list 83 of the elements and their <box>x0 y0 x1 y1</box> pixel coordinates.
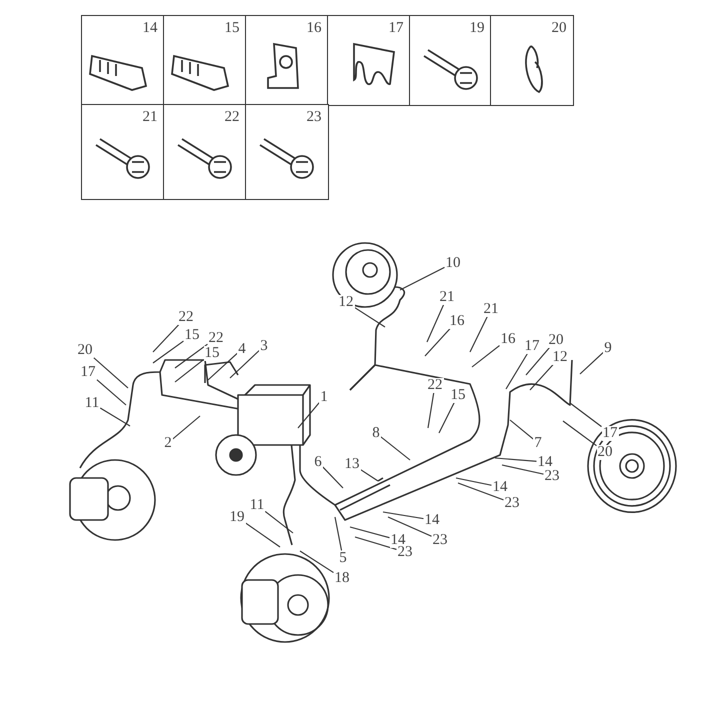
leader-line <box>174 359 204 382</box>
callout-number: 6 <box>313 454 323 470</box>
part-number: 15 <box>224 20 240 37</box>
callout-number: 23 <box>432 532 448 548</box>
callout-number: 12 <box>552 350 568 364</box>
leader-line <box>152 340 184 364</box>
callout-number: 17 <box>524 338 540 354</box>
part-number: 17 <box>388 20 404 37</box>
callout-number: 17 <box>80 364 96 380</box>
callout-number: 16 <box>500 332 516 346</box>
leader-line <box>494 457 537 462</box>
callout-number: 1 <box>319 390 329 404</box>
leader-line <box>427 392 434 428</box>
leader-line <box>172 416 200 440</box>
leader-line <box>580 352 604 374</box>
leader-line <box>334 516 342 551</box>
callout-number: 23 <box>544 468 560 484</box>
callout-number: 13 <box>344 456 360 472</box>
callout-number: 5 <box>338 550 348 566</box>
callout-number: 4 <box>237 342 247 356</box>
leader-line <box>100 408 130 426</box>
leader-line <box>424 328 451 356</box>
leader-line <box>208 352 238 380</box>
callout-number: 22 <box>426 378 444 392</box>
leader-line <box>93 357 128 388</box>
leader-line <box>470 316 488 352</box>
callout-number: 17 <box>602 426 618 440</box>
callout-number: 15 <box>184 328 200 342</box>
callout-number: 22 <box>178 310 194 324</box>
leader-line <box>354 536 397 550</box>
leader-line <box>526 347 550 376</box>
callout-number: 10 <box>444 256 462 270</box>
leader-line <box>458 482 504 500</box>
leader-line <box>264 510 294 534</box>
leader-line <box>510 420 534 440</box>
callout-number: 15 <box>450 388 466 402</box>
leader-line <box>426 304 444 342</box>
callout-number: 19 <box>228 510 246 524</box>
leader-line <box>506 353 528 390</box>
leader-line <box>322 466 344 488</box>
leader-line <box>502 464 544 475</box>
leader-line <box>570 402 602 428</box>
callout-number: 9 <box>603 340 613 356</box>
callout-number: 23 <box>504 496 520 510</box>
callout-number: 20 <box>76 342 94 358</box>
leader-line <box>174 344 208 368</box>
leader-line <box>388 516 432 537</box>
part-number: 19 <box>470 20 484 37</box>
leader-line <box>360 469 378 482</box>
part-number: 22 <box>224 109 240 126</box>
leader-line <box>472 345 500 368</box>
leader-line <box>96 378 126 406</box>
part-number: 20 <box>552 20 566 37</box>
callout-number: 12 <box>338 294 354 310</box>
callout-number: 14 <box>390 532 406 548</box>
leader-line <box>562 420 597 446</box>
callout-number: 16 <box>448 314 466 328</box>
part-number: 21 <box>142 109 158 126</box>
leader-line <box>230 350 260 378</box>
leader-line <box>152 324 180 352</box>
leader-line <box>438 402 455 434</box>
leader-line <box>298 402 320 428</box>
leader-line <box>350 526 390 538</box>
leader-line <box>354 306 386 328</box>
callout-number: 3 <box>259 338 269 354</box>
callout-number: 18 <box>334 570 350 586</box>
leader-line <box>300 550 334 573</box>
callout-number: 21 <box>438 290 456 304</box>
callout-number: 21 <box>482 302 500 316</box>
part-number: 23 <box>306 109 322 126</box>
callout-number: 11 <box>248 498 266 512</box>
leader-line <box>456 477 492 486</box>
leader-line <box>380 436 410 460</box>
part-number: 14 <box>142 20 158 37</box>
leader-line <box>400 266 445 290</box>
callout-number: 23 <box>396 544 414 560</box>
leader-line <box>382 511 424 520</box>
leader-line <box>245 522 280 548</box>
callout-number: 15 <box>204 346 220 360</box>
part-number: 16 <box>306 20 322 37</box>
callout-number: 20 <box>548 332 564 348</box>
callout-number: 8 <box>371 426 381 440</box>
leader-line <box>530 364 554 390</box>
